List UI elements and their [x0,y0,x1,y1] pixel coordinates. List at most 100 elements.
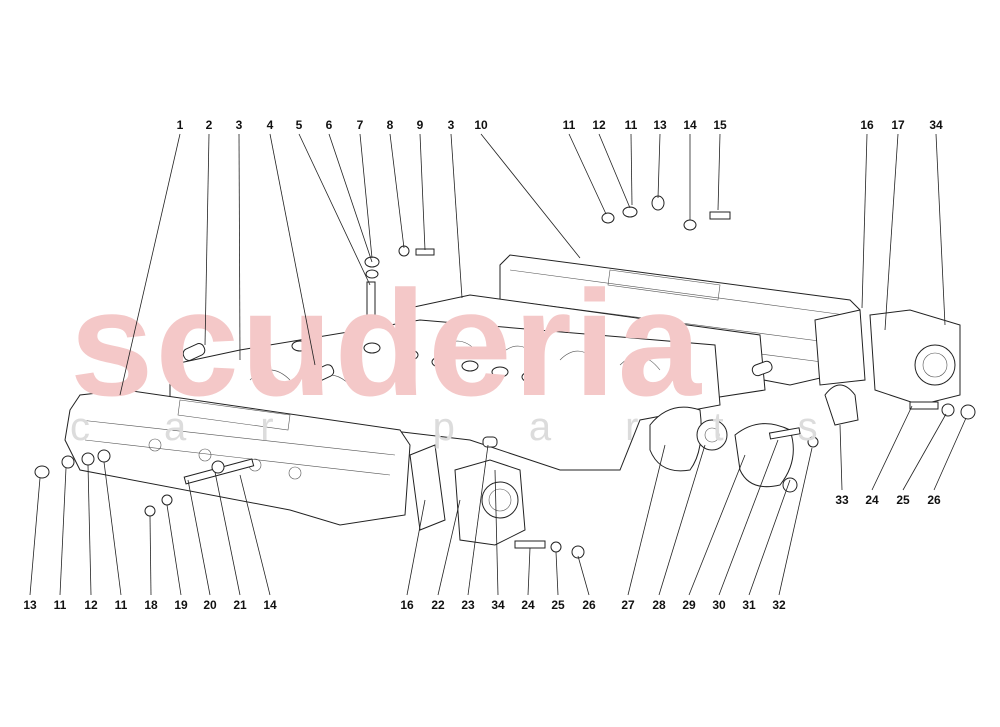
callout-3: 3 [236,118,243,132]
callout-16: 16 [860,118,874,132]
callout-13: 13 [23,598,37,612]
leader-lines [29,133,967,596]
thermostat [696,419,728,451]
leader-line [577,555,590,596]
leader-line [359,133,373,259]
leader-line [119,133,181,396]
leader-line [59,467,67,596]
leader-line [103,461,122,596]
thermostat-housing [734,423,794,488]
leader-line [166,504,182,596]
leader-line [657,133,661,199]
callout-23: 23 [461,598,475,612]
callout-29: 29 [682,598,696,612]
callout-25: 25 [551,598,565,612]
callout-3: 3 [448,118,455,132]
leader-line [328,133,373,263]
callout-31: 31 [742,598,756,612]
leader-line [406,499,426,596]
leader-line [688,454,746,596]
callout-12: 12 [592,118,606,132]
callout-13: 13 [653,118,667,132]
leader-line [239,474,271,596]
leader-line [630,133,633,206]
leader-line [480,133,581,259]
callout-15: 15 [713,118,727,132]
bolt [709,211,731,220]
callout-6: 6 [326,118,333,132]
leader-line [214,471,241,596]
leader-line [298,133,371,286]
stud [909,401,939,410]
callout-20: 20 [203,598,217,612]
callout-4: 4 [267,118,274,132]
callout-25: 25 [896,493,910,507]
callout-10: 10 [474,118,488,132]
callout-14: 14 [263,598,277,612]
throttle-sensor [824,384,859,426]
leader-line [658,444,706,596]
callout-21: 21 [233,598,247,612]
leader-line [419,133,426,251]
callout-28: 28 [652,598,666,612]
leader-line [861,133,868,309]
leader-line [568,133,607,215]
leader-line [467,444,489,596]
leader-line [29,477,41,596]
logo-plate [177,399,291,431]
callout-11: 11 [563,118,576,132]
callout-11: 11 [54,598,67,612]
callout-18: 18 [144,598,158,612]
callout-14: 14 [683,118,697,132]
manifold-bosses [291,340,539,383]
callout-12: 12 [84,598,98,612]
gasket-right [814,309,866,386]
leader-line [450,133,463,299]
leader-line [902,413,947,491]
callout-19: 19 [174,598,188,612]
callout-33: 33 [835,493,849,507]
stud [366,281,376,328]
leader-line [238,133,241,361]
logo-plate [607,269,721,301]
leader-line [187,479,211,596]
leader-line [884,133,899,331]
leader-line [933,417,967,491]
leader-line [935,133,946,326]
callout-8: 8 [387,118,394,132]
callout-16: 16 [400,598,414,612]
callout-26: 26 [582,598,596,612]
callout-11: 11 [625,118,638,132]
callout-26: 26 [927,493,941,507]
callout-5: 5 [296,118,303,132]
leader-line [87,464,92,596]
dowel-pin [482,436,498,448]
dowel-pin [751,360,773,377]
leader-line [778,447,813,596]
callout-22: 22 [431,598,445,612]
leader-line [627,444,666,596]
callout-27: 27 [621,598,635,612]
callout-24: 24 [865,493,879,507]
leader-line [871,405,913,491]
dowel-pin [307,364,335,384]
stud [768,427,801,440]
leader-line [149,515,152,596]
leader-line [269,133,316,366]
callout-9: 9 [417,118,424,132]
gasket [409,444,446,531]
flange-gasket [649,406,702,472]
callout-30: 30 [712,598,726,612]
callout-17: 17 [891,118,905,132]
leader-line [437,499,461,596]
callout-34: 34 [491,598,505,612]
dowel-pin [182,343,206,361]
fasteners [34,195,976,559]
callout-11: 11 [115,598,128,612]
leader-line [389,133,405,249]
leader-line [748,479,791,596]
leader-line [717,133,721,211]
